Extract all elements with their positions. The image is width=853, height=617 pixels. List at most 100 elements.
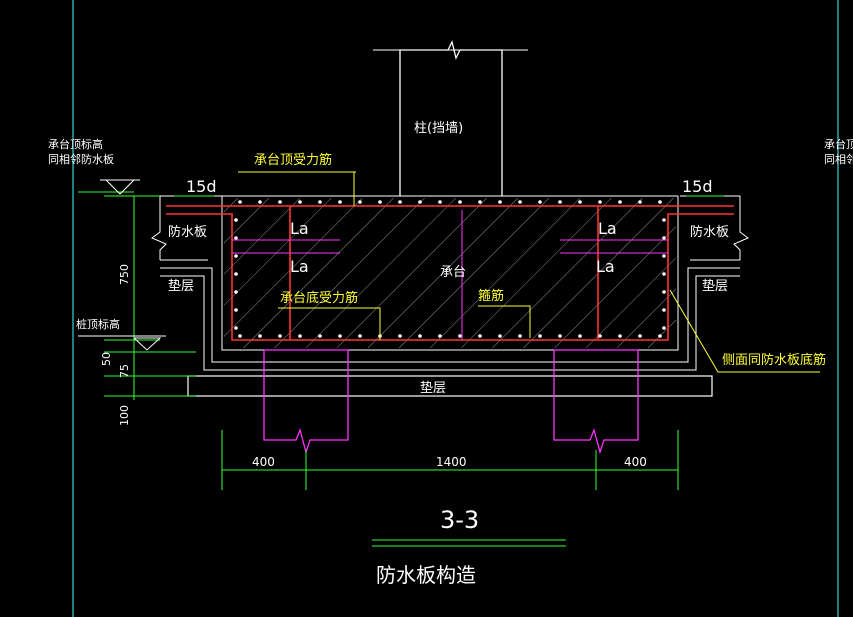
pile-left (263, 349, 349, 455)
column-label: 柱(挡墙) (414, 121, 463, 136)
dim-1400: 1400 (436, 455, 467, 469)
rebar-dot (658, 200, 662, 204)
waterproof-slab-label-left: 防水板 (168, 224, 207, 240)
anchor-label-3: La (598, 219, 617, 238)
rebar-dot (578, 334, 582, 338)
rebar-dot (398, 334, 402, 338)
bottom-cushion (187, 375, 713, 397)
rebar-dot (458, 200, 462, 204)
rebar-dot (518, 334, 522, 338)
rebar-dot (278, 334, 282, 338)
rebar-dot (278, 200, 282, 204)
cushion-label-right: 垫层 (702, 278, 728, 294)
rebar-dot (438, 200, 442, 204)
anchor-label-1: La (290, 219, 309, 238)
rebar-dot (558, 334, 562, 338)
rebar-dot (458, 334, 462, 338)
rebar-dot (538, 334, 542, 338)
rebar-dot (298, 334, 302, 338)
hook-label-left: 15d (186, 177, 217, 196)
rebar-dot (378, 200, 382, 204)
rebar-dot (498, 334, 502, 338)
section-label: 3-3 (440, 506, 479, 534)
rebar-dot (398, 200, 402, 204)
cushion-label-bottom: 垫层 (420, 380, 446, 396)
rebar-dot (358, 334, 362, 338)
rebar-dot (518, 200, 522, 204)
cushion-outline (160, 195, 740, 371)
right-note-line1: 承台顶 (824, 137, 853, 151)
rebar-dot (558, 200, 562, 204)
rebar-dot (418, 334, 422, 338)
right-note-line2: 同相邻 (824, 153, 853, 166)
rebar-dot (258, 200, 262, 204)
rebar-dot (662, 218, 666, 222)
rebar-dot (318, 200, 322, 204)
rebar-dot (418, 200, 422, 204)
rebar-dot (662, 290, 666, 294)
pile-top-label: 桩顶标高 (76, 317, 120, 331)
elevation-marks (78, 179, 166, 351)
waterproof-slab-label-right: 防水板 (690, 224, 729, 240)
guide-lines (72, 0, 839, 617)
top-rebar-label: 承台顶受力筋 (254, 152, 332, 168)
anchor-label-4: La (596, 257, 615, 276)
rebar-dot (234, 254, 238, 258)
dim-750: 750 (118, 264, 131, 285)
drawing-title: 防水板构造 (376, 563, 476, 587)
rebar-dots (234, 200, 666, 338)
column (373, 40, 528, 196)
rebar-dot (478, 334, 482, 338)
anchor-label-2: La (290, 257, 309, 276)
bottom-rebar-label: 承台底受力筋 (280, 290, 358, 306)
left-note-line2: 同相邻防水板 (48, 152, 114, 166)
side-rebar-label: 侧面同防水板底筋 (722, 352, 826, 368)
rebar-dot (618, 200, 622, 204)
pile-right (553, 349, 639, 455)
rebar-dot (638, 334, 642, 338)
rebar-dot (238, 334, 242, 338)
rebar-dot (234, 326, 238, 330)
rebar-dot (234, 272, 238, 276)
stirrup-label: 箍筋 (478, 288, 504, 304)
rebar-dot (234, 218, 238, 222)
rebar-dot (538, 200, 542, 204)
left-note-line1: 承台顶标高 (48, 137, 103, 151)
rebar-dot (662, 236, 666, 240)
rebar-dot (658, 334, 662, 338)
rebar-dot (234, 290, 238, 294)
rebar-dot (578, 200, 582, 204)
hook-label-right: 15d (682, 177, 713, 196)
rebar-dot (298, 200, 302, 204)
rebar-dot (358, 200, 362, 204)
cap-body (224, 198, 676, 348)
rebar-dot (338, 334, 342, 338)
dim-75: 75 (118, 364, 131, 378)
rebar-dot (438, 334, 442, 338)
rebar-dot (662, 272, 666, 276)
dim-100: 100 (118, 405, 131, 426)
dim-400-left: 400 (252, 455, 275, 469)
rebar-dot (618, 334, 622, 338)
rebar-dot (662, 308, 666, 312)
cushion-label-left: 垫层 (168, 278, 194, 294)
rebar-dot (498, 200, 502, 204)
rebar-dot (662, 254, 666, 258)
rebar-dot (318, 334, 322, 338)
dimension-lines (78, 191, 724, 547)
rebar-dot (238, 200, 242, 204)
dim-50: 50 (100, 352, 113, 366)
rebar-dot (598, 200, 602, 204)
rebar-dot (598, 334, 602, 338)
anchor-lines (232, 210, 668, 340)
leader-lines (238, 171, 820, 373)
rebar-dot (662, 326, 666, 330)
rebar-dot (638, 200, 642, 204)
rebar-dot (258, 334, 262, 338)
rebar-dot (338, 200, 342, 204)
cap-label: 承台 (440, 265, 466, 280)
rebar-dot (234, 308, 238, 312)
dim-400-right: 400 (624, 455, 647, 469)
rebar-dot (478, 200, 482, 204)
